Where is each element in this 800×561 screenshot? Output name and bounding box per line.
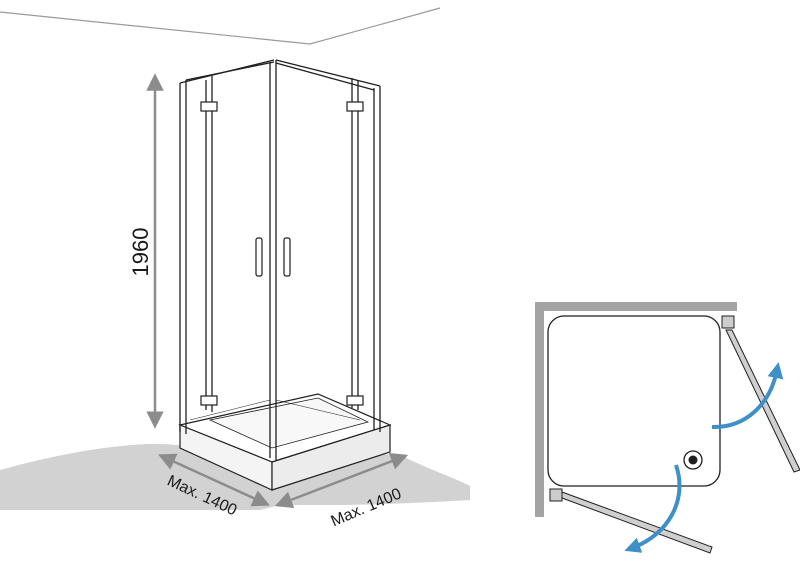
plan-shower-tray xyxy=(547,315,721,487)
width-right-dimension-arrow xyxy=(274,452,409,509)
plan-hinge-icon xyxy=(721,315,735,329)
plan-hinge-icon xyxy=(549,488,563,502)
plan-view xyxy=(535,302,800,554)
swing-arrow-right xyxy=(711,362,784,430)
height-dimension-label: 1960 xyxy=(128,228,153,277)
glass-panels xyxy=(179,59,381,460)
door-handle-left xyxy=(255,237,263,277)
hinge-icon xyxy=(200,101,364,406)
plan-wall-top xyxy=(535,302,737,311)
swing-arrow-bottom xyxy=(624,464,682,553)
ceiling-outline xyxy=(0,7,441,45)
door-handle-right xyxy=(283,237,291,277)
plan-wall-left xyxy=(535,302,544,517)
width-left-dimension-arrow xyxy=(158,453,270,507)
